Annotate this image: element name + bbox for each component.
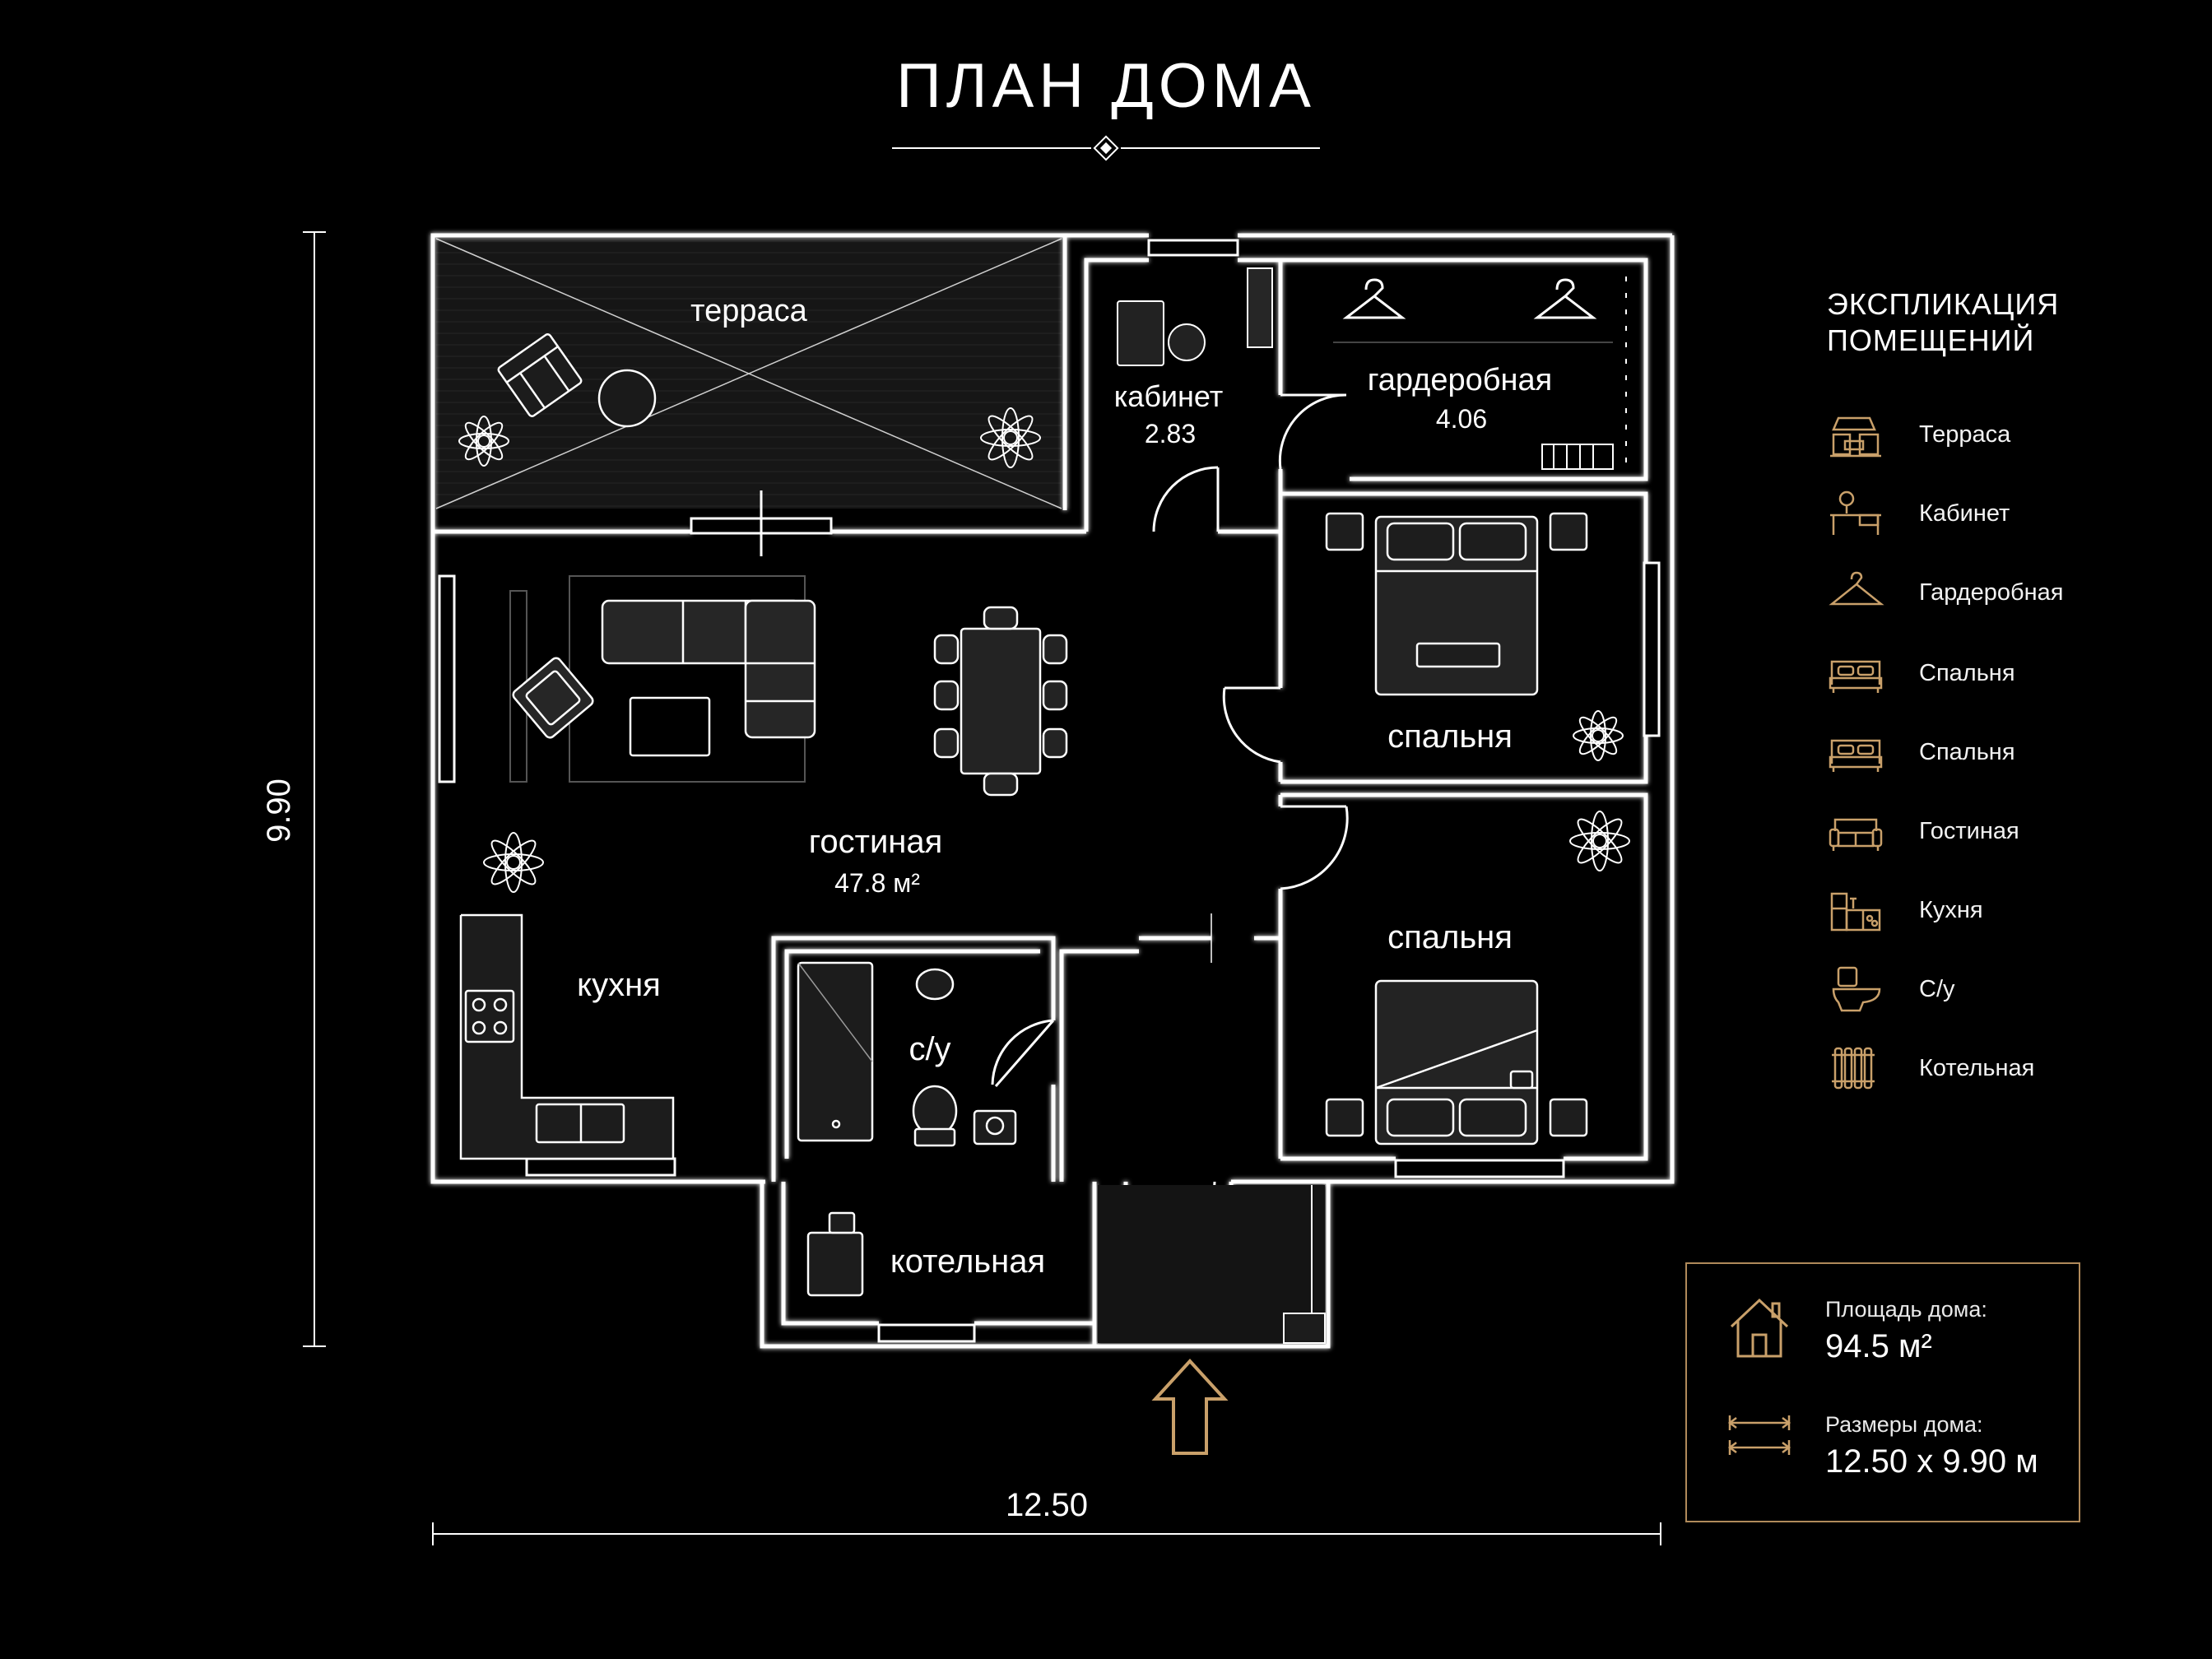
legend-item-kitchen: Кухня [1827,885,2172,935]
porch-steps [1098,1185,1326,1344]
legend-label: Котельная [1919,1055,2035,1081]
room-area-living: 47.8 м² [834,868,920,898]
room-area-office: 2.83 [1145,419,1196,448]
plant-icons [458,407,1630,893]
kitchen-icon [1830,892,1881,932]
shelf-icon [1541,276,1627,470]
kitchen-counter-icon [459,913,675,1160]
room-legend: ЭКСПЛИКАЦИЯ ПОМЕЩЕНИЙ Терраса Кабинет Га… [1827,286,2172,1090]
legend-title-line-2: ПОМЕЩЕНИЙ [1827,323,2035,357]
legend-item-wardrobe: Гардеробная [1827,568,2172,617]
bed-icon [1325,512,1588,696]
legend-item-boiler: Котельная [1827,1043,2172,1093]
width-dimension-label: 12.50 [1006,1487,1088,1523]
room-label-wardrobe: гардеробная [1368,363,1552,397]
legend-item-office: Кабинет [1827,489,2172,538]
legend-label: Кабинет [1919,500,2010,527]
height-dimension-label: 9.90 [261,778,297,843]
area-value: 94.5 м² [1825,1328,1932,1364]
entrance-arrow-icon [1151,1359,1229,1455]
dining-table-icon [933,606,1068,797]
width-dimension-line [432,1522,1661,1545]
room-label-bedroom-2: спальня [1387,919,1513,955]
bed-icon [1325,979,1588,1146]
room-label-office: кабинет [1114,379,1224,413]
legend-label: Гардеробная [1919,579,2064,606]
lounge-chair-icon [497,333,583,417]
area-label: Площадь дома: [1825,1297,1987,1322]
toilet-icon [912,968,1017,1147]
radiator-icon [1832,1047,1875,1090]
room-label-bedroom-1: спальня [1387,718,1513,755]
legend-label: Терраса [1919,421,2011,448]
dimensions-icon [1727,1415,1791,1455]
legend-label: Кухня [1919,897,1983,923]
page-title: ПЛАН ДОМА [896,51,1316,121]
office-desk-icon [1117,267,1273,366]
legend-item-bedroom-1: Спальня [1827,648,2172,698]
title-divider [892,135,1320,161]
size-label: Размеры дома: [1825,1412,1983,1437]
room-label-bathroom: с/у [908,1031,950,1067]
size-value: 12.50 x 9.90 м [1825,1443,2038,1480]
legend-item-bathroom: С/у [1827,964,2172,1014]
toilet-icon [1832,966,1881,1012]
terrace-icon [1830,416,1881,458]
legend-title-line-1: ЭКСПЛИКАЦИЯ [1827,287,2060,321]
legend-label: С/у [1919,976,1955,1002]
height-dimension-line [303,231,326,1347]
legend-label: Спальня [1919,660,2015,686]
house-icon [1730,1298,1789,1358]
hanger-icon [1829,571,1884,606]
bathtub-icon [797,961,874,1142]
windows [438,239,1661,1343]
legend-label: Спальня [1919,739,2015,765]
house-info-box: Площадь дома: 94.5 м² Размеры дома: 12.5… [1685,1262,2080,1522]
legend-item-terrace: Терраса [1827,410,2172,459]
legend-item-living: Гостиная [1827,806,2172,856]
room-label-boiler: котельная [890,1243,1045,1280]
boiler-icon [806,1211,864,1297]
legend-item-bedroom-2: Спальня [1827,727,2172,777]
desk-icon [1830,490,1881,535]
sofa-icon [1829,818,1883,851]
door-swings [991,393,1349,1269]
sofa-icon [509,575,816,783]
room-label-kitchen: кухня [577,967,661,1003]
bed-icon [1829,739,1883,772]
room-label-living: гостиная [809,824,943,860]
room-area-wardrobe: 4.06 [1436,404,1487,434]
room-label-terrace: терраса [690,294,808,328]
legend-label: Гостиная [1919,818,2019,844]
hanger-icon [1342,278,1597,319]
round-table-icon [597,369,657,428]
bed-icon [1829,660,1883,693]
